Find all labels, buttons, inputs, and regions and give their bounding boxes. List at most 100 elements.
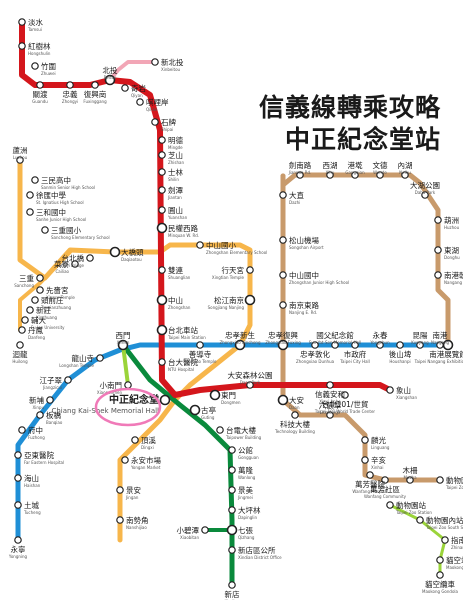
station-dot-54[interactable] (351, 341, 359, 349)
station-dot-10[interactable] (151, 118, 159, 126)
station-dot-4[interactable] (66, 81, 74, 89)
station-dot-102[interactable] (436, 476, 444, 484)
station-dot-97[interactable] (361, 436, 369, 444)
station-dot-80[interactable] (116, 486, 124, 494)
station-dot-93[interactable] (279, 271, 287, 279)
station-dot-16[interactable] (156, 222, 168, 234)
station-dot-85[interactable] (376, 171, 384, 179)
station-dot-95[interactable] (291, 411, 299, 419)
station-dot-20[interactable] (158, 358, 166, 366)
station-dot-76[interactable] (246, 266, 254, 274)
station-dot-3[interactable] (36, 81, 44, 89)
station-dot-53[interactable] (331, 341, 339, 349)
station-dot-90[interactable] (434, 271, 442, 279)
station-dot-94[interactable] (279, 301, 287, 309)
station-dot-11[interactable] (158, 136, 166, 144)
station-dot-70[interactable] (31, 296, 39, 304)
station-dot-56[interactable] (396, 341, 404, 349)
station-dot-60[interactable] (16, 156, 24, 164)
station-dot-96[interactable] (326, 411, 334, 419)
station-dot-39[interactable] (124, 381, 132, 389)
station-dot-27[interactable] (386, 386, 394, 394)
station-dot-103[interactable] (386, 501, 394, 509)
station-dot-30[interactable] (228, 446, 236, 454)
station-dot-38[interactable] (117, 339, 129, 351)
station-dot-55[interactable] (376, 341, 384, 349)
station-dot-79[interactable] (121, 456, 129, 464)
station-dot-28[interactable] (189, 404, 201, 416)
station-dot-52[interactable] (311, 341, 319, 349)
station-dot-46[interactable] (14, 474, 22, 482)
station-dot-14[interactable] (158, 186, 166, 194)
station-dot-36[interactable] (228, 546, 236, 554)
station-dot-105[interactable] (441, 536, 449, 544)
station-dot-68[interactable] (36, 274, 44, 282)
station-dot-24[interactable] (277, 394, 289, 406)
station-dot-67[interactable] (71, 260, 79, 268)
station-dot-78[interactable] (131, 436, 139, 444)
station-dot-7[interactable] (151, 58, 159, 66)
station-dot-61[interactable] (31, 176, 39, 184)
station-dot-75[interactable] (196, 241, 204, 249)
station-dot-32[interactable] (228, 486, 236, 494)
station-dot-40[interactable] (96, 354, 104, 362)
station-dot-49[interactable] (196, 341, 204, 349)
station-dot-51[interactable] (277, 339, 289, 351)
station-dot-0[interactable] (18, 18, 26, 26)
station-dot-23[interactable] (246, 381, 254, 389)
station-dot-88[interactable] (434, 216, 442, 224)
station-dot-2[interactable] (31, 62, 39, 70)
station-dot-26[interactable] (341, 391, 349, 399)
station-dot-106[interactable] (436, 556, 444, 564)
station-dot-6[interactable] (104, 74, 116, 86)
station-dot-34[interactable] (226, 524, 238, 536)
station-dot-83[interactable] (326, 171, 334, 179)
station-dot-87[interactable] (421, 191, 429, 199)
station-dot-74[interactable] (16, 341, 24, 349)
station-dot-77[interactable] (244, 294, 256, 306)
station-dot-45[interactable] (14, 451, 22, 459)
station-dot-47[interactable] (14, 501, 22, 509)
station-dot-84[interactable] (351, 171, 359, 179)
station-dot-81[interactable] (116, 516, 124, 524)
station-dot-100[interactable] (381, 476, 389, 484)
station-dot-22[interactable] (209, 389, 221, 401)
station-dot-43[interactable] (36, 411, 44, 419)
station-dot-44[interactable] (18, 426, 26, 434)
station-dot-12[interactable] (158, 151, 166, 159)
station-dot-1[interactable] (18, 42, 26, 50)
station-dot-41[interactable] (64, 376, 72, 384)
station-dot-66[interactable] (86, 254, 94, 262)
station-dot-18[interactable] (156, 294, 168, 306)
station-dot-99[interactable] (366, 471, 374, 479)
station-dot-82[interactable] (296, 171, 304, 179)
station-dot-15[interactable] (158, 206, 166, 214)
station-dot-86[interactable] (401, 171, 409, 179)
station-dot-17[interactable] (158, 266, 166, 274)
station-dot-98[interactable] (361, 456, 369, 464)
station-dot-101[interactable] (406, 476, 414, 484)
station-dot-50[interactable] (234, 339, 246, 351)
station-dot-104[interactable] (416, 516, 424, 524)
station-dot-9[interactable] (136, 98, 144, 106)
station-dot-69[interactable] (36, 286, 44, 294)
station-dot-21[interactable] (159, 394, 171, 406)
station-dot-72[interactable] (21, 316, 29, 324)
station-dot-42[interactable] (46, 396, 54, 404)
station-dot-31[interactable] (228, 466, 236, 474)
station-dot-5[interactable] (91, 81, 99, 89)
station-dot-19[interactable] (156, 324, 168, 336)
station-dot-62[interactable] (26, 191, 34, 199)
station-dot-91[interactable] (279, 191, 287, 199)
station-dot-25[interactable] (326, 381, 334, 389)
station-dot-63[interactable] (26, 208, 34, 216)
station-dot-57[interactable] (416, 341, 424, 349)
station-dot-71[interactable] (26, 306, 34, 314)
station-dot-33[interactable] (228, 506, 236, 514)
station-dot-73[interactable] (18, 326, 26, 334)
station-dot-37[interactable] (228, 581, 236, 589)
station-dot-59[interactable] (442, 339, 454, 351)
station-dot-89[interactable] (434, 246, 442, 254)
station-dot-65[interactable] (109, 246, 121, 258)
station-dot-8[interactable] (121, 84, 129, 92)
